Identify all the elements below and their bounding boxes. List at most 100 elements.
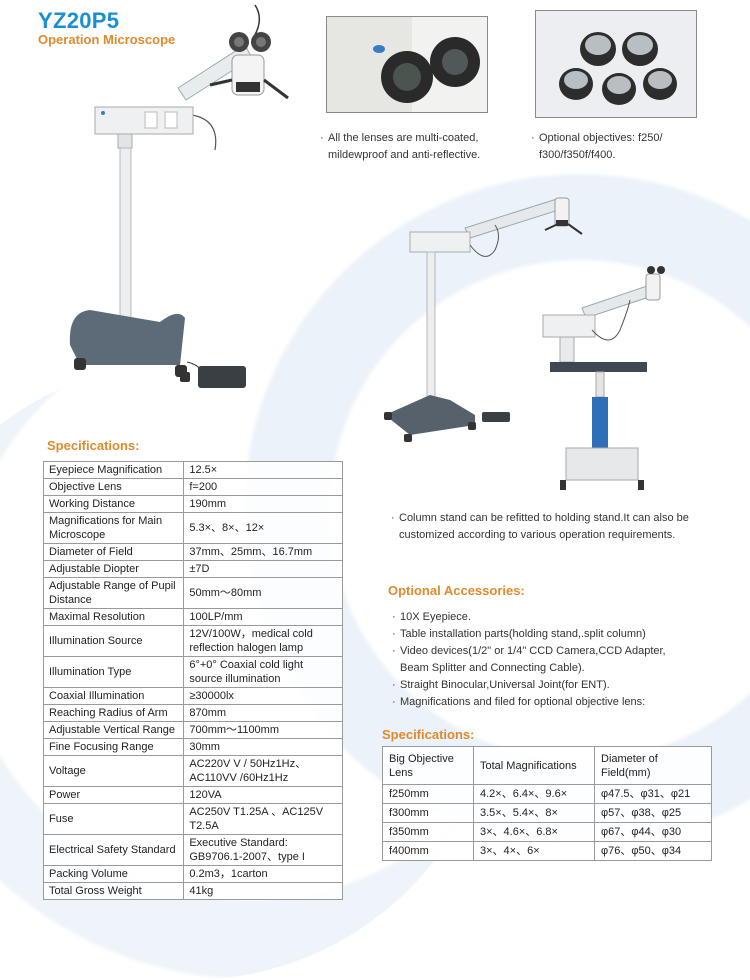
- spec-value: 5.3×、8×、12×: [183, 512, 343, 544]
- accessory-item: ·Straight Binocular,Universal Joint(for …: [392, 679, 610, 691]
- spec-value: 50mm～80mm: [183, 577, 343, 609]
- accessory-item: ·Video devices(1/2" or 1/4" CCD Camera,C…: [392, 645, 666, 657]
- spec-key: Packing Volume: [42, 865, 185, 883]
- objectives-caption: ·Optional objectives: f250/ f300/f350f/f…: [531, 132, 663, 161]
- spec-row: Adjustable Diopter±7D: [42, 560, 343, 578]
- column-header: Big Objective Lens: [382, 746, 474, 785]
- spec-key: Power: [42, 786, 185, 804]
- spec-row: Coaxial Illumination≥30000lx: [42, 687, 343, 705]
- spec-value: 0.2m3，1carton: [183, 865, 343, 883]
- objective-cell: 3×、4×、6×: [473, 841, 595, 861]
- spec-value: AC220V V / 50Hz1Hz、AC110VV /60Hz1Hz: [183, 755, 343, 787]
- spec-value: 190mm: [183, 495, 343, 513]
- spec-key: Total Gross Weight: [42, 882, 185, 900]
- spec-value: 120VA: [183, 786, 343, 804]
- eyepiece-icon: [327, 17, 487, 112]
- spec-key: Reaching Radius of Arm: [42, 704, 185, 722]
- objectives-photo: [535, 10, 697, 118]
- spec-key: Electrical Safety Standard: [42, 834, 185, 866]
- objective-cell: φ57、φ38、φ25: [594, 803, 712, 823]
- accessory-item: ·Magnifications and filed for optional o…: [392, 696, 646, 708]
- column-header: Total Magnifications: [473, 746, 595, 785]
- lenses-caption: ·All the lenses are multi-coated, mildew…: [320, 132, 481, 161]
- model-title: YZ20P5: [38, 8, 120, 33]
- objective-cell: f350mm: [382, 822, 474, 842]
- spec-value: Executive Standard: GB9706.1-2007、type I: [183, 834, 343, 866]
- objective-specs-table: Big Objective Lens Total Magnifications …: [382, 746, 712, 861]
- spec-value: ≥30000lx: [183, 687, 343, 705]
- spec-value: 100LP/mm: [183, 608, 343, 626]
- spec-key: Fuse: [42, 803, 185, 835]
- spec-value: AC250V T1.25A 、AC125V T2.5A: [183, 803, 343, 835]
- stand-variants-image: [384, 197, 665, 490]
- accessory-item: ·10X Eyepiece.: [392, 611, 471, 623]
- objective-cell: f300mm: [382, 803, 474, 823]
- spec-value: 37mm、25mm、16.7mm: [183, 543, 343, 561]
- spec-value: 30mm: [183, 738, 343, 756]
- spec-key: Illumination Source: [42, 625, 185, 657]
- spec-value: 700mm～1100mm: [183, 721, 343, 739]
- product-subtitle: Operation Microscope: [38, 32, 176, 47]
- objective-cell: φ47.5、φ31、φ21: [594, 784, 712, 804]
- accessories-heading: Optional Accessories:: [388, 583, 525, 598]
- objective-cell: 3×、4.6×、6.8×: [473, 822, 595, 842]
- spec-key: Objective Lens: [42, 478, 185, 496]
- specifications-heading: Specifications:: [47, 438, 140, 453]
- objective-specs-heading: Specifications:: [382, 727, 475, 742]
- main-microscope-image: [69, 4, 289, 388]
- objective-cell: φ76、φ50、φ34: [594, 841, 712, 861]
- spec-key: Voltage: [42, 755, 185, 787]
- accessories-list: ·10X Eyepiece. ·Table installation parts…: [392, 609, 666, 711]
- spec-key: Illumination Type: [42, 656, 185, 688]
- spec-key: Coaxial Illumination: [42, 687, 185, 705]
- spec-value: ±7D: [183, 560, 343, 578]
- spec-key: Eyepiece Magnification: [42, 461, 185, 479]
- objective-cell: f400mm: [382, 841, 474, 861]
- objective-cell: 3.5×、5.4×、8×: [473, 803, 595, 823]
- objective-cell: φ67、φ44、φ30: [594, 822, 712, 842]
- accessory-item: ·Table installation parts(holding stand,…: [392, 628, 646, 640]
- spec-value: 6°+0° Coaxial cold light source illumina…: [183, 656, 343, 688]
- spec-key: Maximal Resolution: [42, 608, 185, 626]
- eyepiece-closeup-photo: [326, 16, 488, 113]
- spec-key: Working Distance: [42, 495, 185, 513]
- spec-value: 12.5×: [183, 461, 343, 479]
- spec-key: Adjustable Range of Pupil Distance: [42, 577, 185, 609]
- spec-key: Fine Focusing Range: [42, 738, 185, 756]
- objective-cell: 4.2×、6.4×、9.6×: [473, 784, 595, 804]
- spec-key: Diameter of Field: [42, 543, 185, 561]
- objective-cell: f250mm: [382, 784, 474, 804]
- column-header: Diameter of Field(mm): [594, 746, 712, 785]
- spec-value: 41kg: [183, 882, 343, 900]
- spec-value: f=200: [183, 478, 343, 496]
- spec-value: 870mm: [183, 704, 343, 722]
- spec-key: Magnifications for Main Microscope: [42, 512, 185, 544]
- objective-lenses-icon: [536, 11, 696, 117]
- stand-caption: ·Column stand can be refitted to holding…: [391, 512, 689, 541]
- spec-key: Adjustable Vertical Range: [42, 721, 185, 739]
- spec-key: Adjustable Diopter: [42, 560, 185, 578]
